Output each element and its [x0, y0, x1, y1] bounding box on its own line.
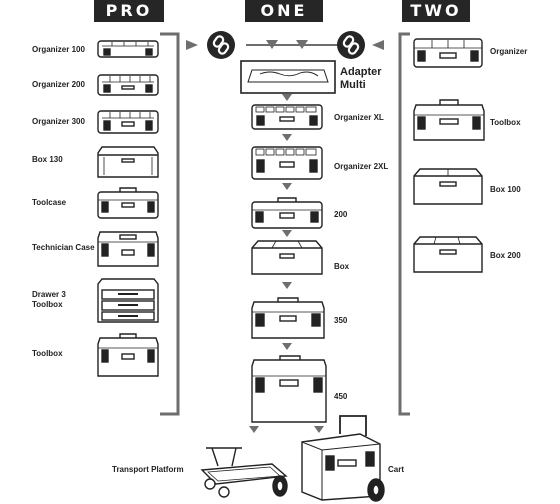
- box-200-illustration: [412, 234, 484, 274]
- arrow-down-icon: [282, 230, 292, 238]
- label-200: 200: [334, 210, 348, 219]
- link-icon: [206, 30, 236, 60]
- label-box-200: Box 200: [490, 251, 521, 260]
- arrow-down-icon: [296, 40, 308, 50]
- label-450: 450: [334, 392, 348, 401]
- arrow-left-icon: [372, 40, 384, 50]
- two-toolbox-illustration: [412, 98, 486, 142]
- cart-illustration: [296, 412, 388, 502]
- label-organizer-2xl: Organizer 2XL: [334, 162, 389, 171]
- arrow-down-icon: [266, 40, 278, 50]
- label-organizer-300: Organizer 300: [32, 117, 85, 126]
- header-two: TWO: [402, 0, 470, 22]
- organizer-200-illustration: [96, 72, 160, 98]
- toolcase-illustration: [96, 186, 160, 220]
- organizer-300-illustration: [96, 108, 160, 136]
- arrow-down-icon: [282, 94, 292, 102]
- label-organizer-100: Organizer 100: [32, 45, 85, 54]
- technician-case-illustration: [96, 226, 160, 270]
- label-cart: Cart: [388, 465, 405, 474]
- label-organizer: Organizer: [490, 47, 528, 56]
- label-toolbox-two: Toolbox: [490, 118, 521, 127]
- transport-platform-illustration: [196, 440, 292, 500]
- label-box-100: Box 100: [490, 185, 521, 194]
- drawer-3-toolbox-illustration: [96, 276, 160, 324]
- label-adapter-multi: Adapter Multi: [340, 66, 382, 91]
- arrow-down-icon: [282, 134, 292, 142]
- organizer-xl-illustration: [250, 102, 324, 132]
- arrow-down-icon: [282, 343, 292, 351]
- arrow-down-icon: [249, 426, 259, 434]
- organizer-2xl-illustration: [250, 144, 324, 182]
- arrow-down-icon: [314, 426, 324, 434]
- one-200-illustration: [250, 196, 324, 230]
- header-pro: PRO: [94, 0, 164, 22]
- label-technician-case: Technician Case: [32, 243, 95, 252]
- link-icon: [336, 30, 366, 60]
- label-350: 350: [334, 316, 348, 325]
- arrow-down-icon: [282, 282, 292, 290]
- toolbox-illustration: [96, 332, 160, 378]
- organizer-100-illustration: [96, 38, 160, 60]
- box-100-illustration: [412, 166, 484, 206]
- label-drawer-3-toolbox: Drawer 3 Toolbox: [32, 290, 66, 309]
- one-450-illustration: [250, 354, 328, 424]
- arrow-right-icon: [186, 40, 198, 50]
- arrow-down-icon: [282, 183, 292, 191]
- adapter-multi-illustration: [240, 60, 336, 94]
- one-350-illustration: [250, 296, 326, 340]
- label-transport-platform: Transport Platform: [112, 465, 184, 474]
- label-organizer-xl: Organizer XL: [334, 113, 384, 122]
- two-organizer-illustration: [412, 36, 484, 70]
- box-130-illustration: [96, 143, 160, 181]
- label-toolcase: Toolcase: [32, 198, 67, 207]
- label-toolbox: Toolbox: [32, 349, 63, 358]
- box-illustration: [250, 238, 324, 276]
- label-organizer-200: Organizer 200: [32, 80, 85, 89]
- header-one: ONE: [245, 0, 323, 22]
- label-box-130: Box 130: [32, 155, 63, 164]
- label-box: Box: [334, 262, 350, 271]
